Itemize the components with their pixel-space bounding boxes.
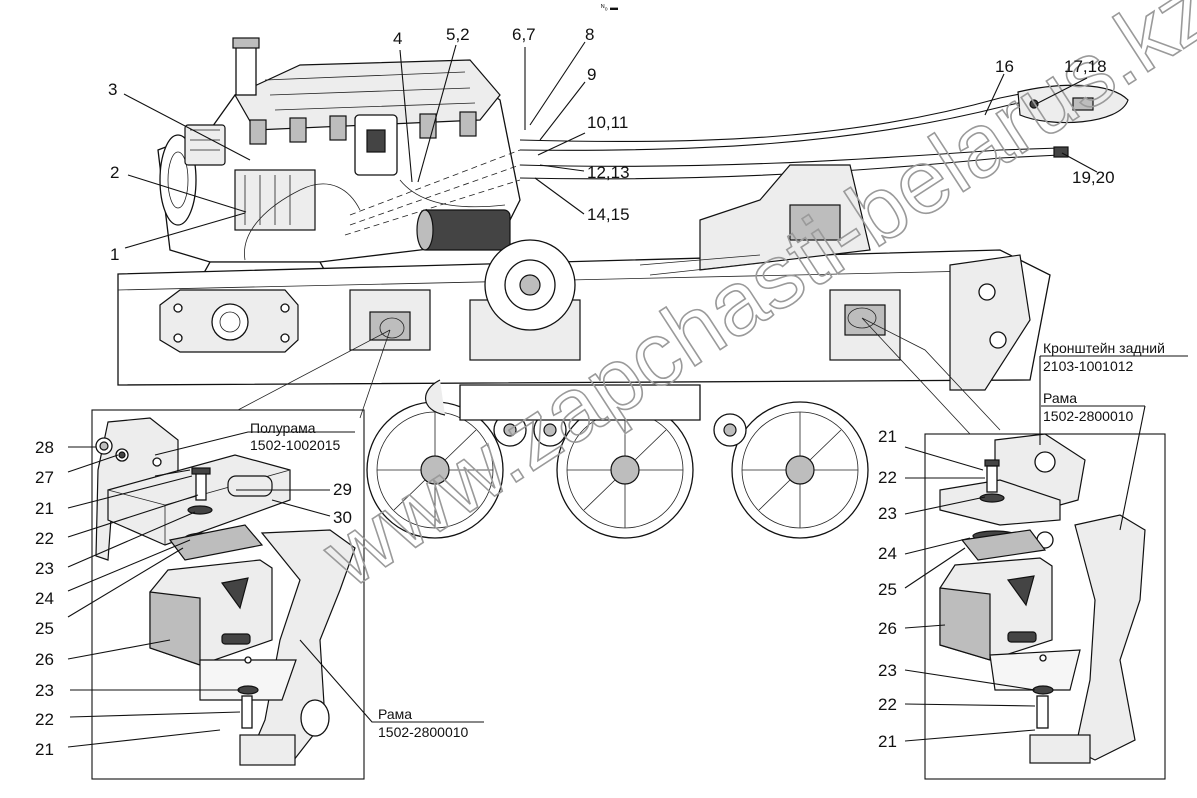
rear-bracket-code: 2103-1001012 <box>1043 358 1134 374</box>
callout-left-30: 30 <box>333 508 352 527</box>
callout-labels: ᴺ₀ ▬ 1 2 3 4 5,2 6,7 8 9 10,11 12,13 14,… <box>35 3 1165 759</box>
engine-assembly <box>157 37 521 281</box>
fuel-hoses <box>519 84 1129 180</box>
callout-left-28: 28 <box>35 438 54 457</box>
callout-16: 16 <box>995 57 1014 76</box>
callout-left-23b: 23 <box>35 681 54 700</box>
wheel-set <box>366 379 869 539</box>
callout-left-23a: 23 <box>35 559 54 578</box>
half-frame-code: 1502-1002015 <box>250 437 341 453</box>
callout-right-21b: 21 <box>878 732 897 751</box>
wheel-right <box>731 401 869 539</box>
callout-8: 8 <box>585 25 594 44</box>
leader-lines <box>67 41 1188 748</box>
callout-5-2: 5,2 <box>446 25 470 44</box>
callout-12-13: 12,13 <box>587 163 630 182</box>
frame-right-title: Рама <box>1043 390 1077 406</box>
callout-left-22a: 22 <box>35 529 54 548</box>
frame-left-code: 1502-2800010 <box>378 724 469 740</box>
callout-10-11: 10,11 <box>587 113 628 132</box>
callout-2: 2 <box>110 163 119 182</box>
callout-6-7: 6,7 <box>512 25 536 44</box>
left-detail-panel <box>91 317 405 780</box>
wheel-left <box>366 401 504 539</box>
callout-1: 1 <box>110 245 119 264</box>
callout-left-25: 25 <box>35 619 54 638</box>
callout-right-23a: 23 <box>878 504 897 523</box>
frame-rail <box>117 164 1051 391</box>
callout-left-21b: 21 <box>35 740 54 759</box>
top-mark: ᴺ₀ ▬ <box>601 3 618 12</box>
callout-left-27: 27 <box>35 468 54 487</box>
callout-right-22a: 22 <box>878 468 897 487</box>
callout-right-24: 24 <box>878 544 897 563</box>
rubber-cushion-right <box>939 557 1053 661</box>
callout-left-24: 24 <box>35 589 54 608</box>
callout-left-26: 26 <box>35 650 54 669</box>
frame-left-title: Рама <box>378 706 412 722</box>
callout-9: 9 <box>587 65 596 84</box>
callout-14-15: 14,15 <box>587 205 630 224</box>
rubber-cushion-left <box>149 559 273 666</box>
right-detail-panel <box>847 307 1166 780</box>
half-frame-title: Полурама <box>250 420 316 436</box>
frame-right-code: 1502-2800010 <box>1043 408 1134 424</box>
callout-19-20: 19,20 <box>1072 168 1115 187</box>
callout-left-29: 29 <box>333 480 352 499</box>
callout-right-25: 25 <box>878 580 897 599</box>
callout-right-23b: 23 <box>878 661 897 680</box>
small-rollers <box>493 413 747 447</box>
callout-right-22b: 22 <box>878 695 897 714</box>
callout-left-22b: 22 <box>35 710 54 729</box>
rear-bracket-title: Кронштейн задний <box>1043 340 1165 356</box>
callout-right-26: 26 <box>878 619 897 638</box>
callout-right-21a: 21 <box>878 427 897 446</box>
callout-4: 4 <box>393 29 402 48</box>
callout-17-18: 17,18 <box>1064 57 1107 76</box>
callout-left-21a: 21 <box>35 499 54 518</box>
callout-3: 3 <box>108 80 117 99</box>
